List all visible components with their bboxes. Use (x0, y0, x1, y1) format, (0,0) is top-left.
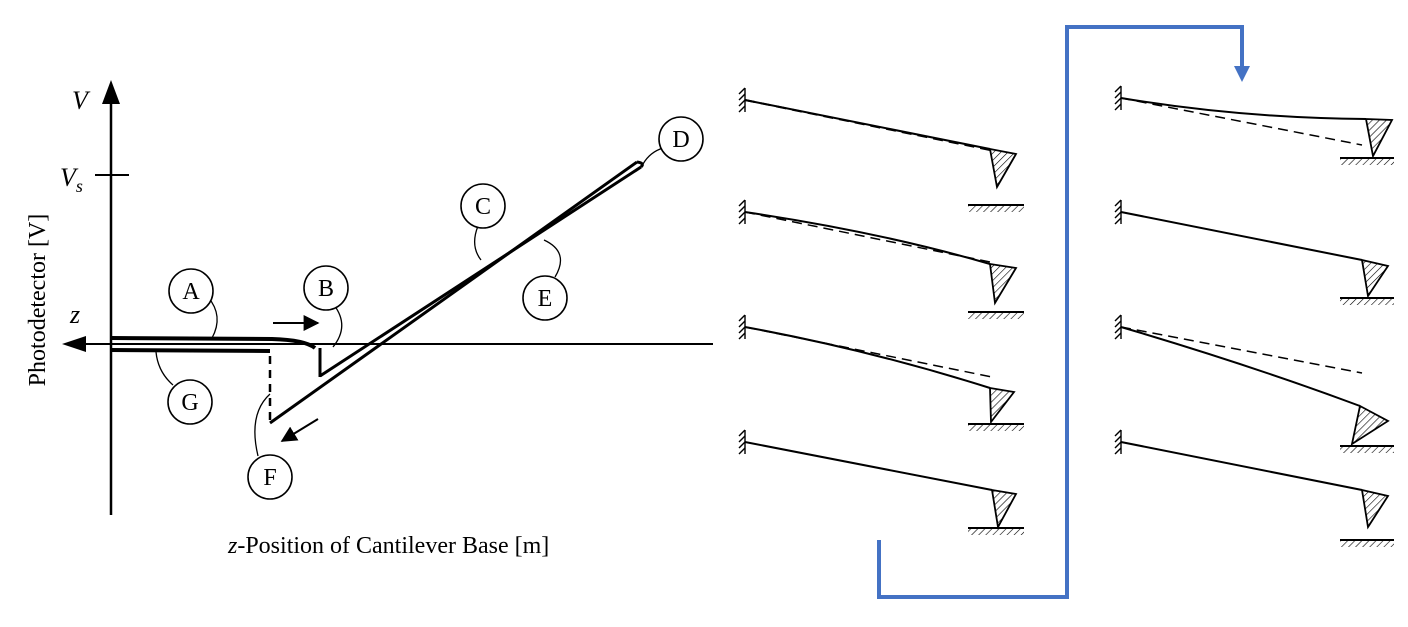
tip-icon (1360, 488, 1390, 530)
wall-mount-icon (1114, 314, 1122, 340)
y-axis-symbol: V (72, 86, 91, 115)
sample-surface (968, 204, 1024, 212)
sample-surface (1340, 297, 1394, 305)
force-curve-graph: V Vs z Photodetector [V] z-Position of C… (25, 80, 713, 559)
sequence-connector (877, 25, 1250, 599)
label-c: C (460, 183, 506, 261)
y-axis-arrowhead (102, 80, 120, 104)
tip-icon (989, 386, 1016, 425)
wall-mount-icon (1114, 429, 1122, 455)
tip-icon (988, 147, 1018, 190)
tip-icon (1350, 404, 1390, 446)
cantilever-beam (744, 99, 991, 150)
tip-icon (990, 488, 1018, 530)
sample-surface (1340, 445, 1394, 453)
unloading-line (269, 160, 638, 425)
cantilever-panel (738, 87, 1024, 212)
wall-mount-icon (1114, 199, 1122, 225)
tip-icon (1360, 258, 1390, 299)
sample-surface (968, 423, 1024, 431)
sample-surface (968, 311, 1024, 319)
sample-surface (1340, 157, 1394, 165)
cantilever-panels-right (1114, 85, 1394, 547)
svg-text:F: F (263, 465, 276, 491)
sample-surface (1340, 539, 1394, 547)
label-b: B (303, 265, 349, 348)
label-e: E (522, 239, 568, 321)
wall-mount-icon (738, 429, 746, 455)
wall-mount-icon (738, 87, 746, 113)
x-axis-label: z-Position of Cantilever Base [m] (227, 533, 549, 559)
label-a: A (168, 268, 218, 339)
x-axis-arrowhead (62, 336, 86, 352)
y-axis-label: Photodetector [V] (25, 214, 51, 387)
wall-mount-icon (738, 314, 746, 340)
wall-mount-icon (1114, 85, 1122, 111)
sample-surface (968, 527, 1024, 535)
cantilever-panel (1114, 199, 1394, 305)
retract-baseline (110, 348, 271, 353)
cantilever-panel (1114, 85, 1394, 165)
cantilever-beam (1120, 211, 1363, 261)
cantilever-panel (738, 314, 1024, 431)
cantilever-panel (738, 199, 1024, 319)
cantilever-beam (744, 441, 993, 491)
wall-mount-icon (738, 199, 746, 225)
connector-path (877, 25, 1244, 599)
label-g: G (155, 351, 213, 425)
cantilever-panels-left (738, 87, 1024, 535)
svg-text:D: D (672, 127, 689, 153)
approach-curve (110, 336, 317, 350)
tip-icon (988, 262, 1018, 306)
svg-text:B: B (318, 276, 334, 302)
label-d: D (642, 116, 704, 165)
cantilever-beam (744, 326, 991, 389)
cantilever-beam (1120, 441, 1363, 491)
cantilever-panel (1114, 429, 1394, 547)
retract-direction-arrow (280, 418, 319, 442)
cantilever-beam (1120, 326, 1361, 407)
connector-arrowhead (1234, 66, 1250, 82)
turnaround-cap (636, 160, 644, 169)
vs-label: Vs (60, 163, 83, 196)
cantilever-panel (1114, 314, 1394, 453)
svg-text:C: C (475, 194, 491, 220)
svg-text:A: A (182, 279, 200, 305)
x-axis-symbol: z (69, 300, 80, 329)
cantilever-panel (738, 429, 1024, 535)
tip-icon (1364, 118, 1394, 159)
label-f: F (247, 393, 293, 500)
svg-text:E: E (538, 286, 553, 312)
svg-text:G: G (181, 390, 198, 416)
cantilever-beam (1120, 97, 1367, 120)
cantilever-beam (744, 211, 991, 265)
